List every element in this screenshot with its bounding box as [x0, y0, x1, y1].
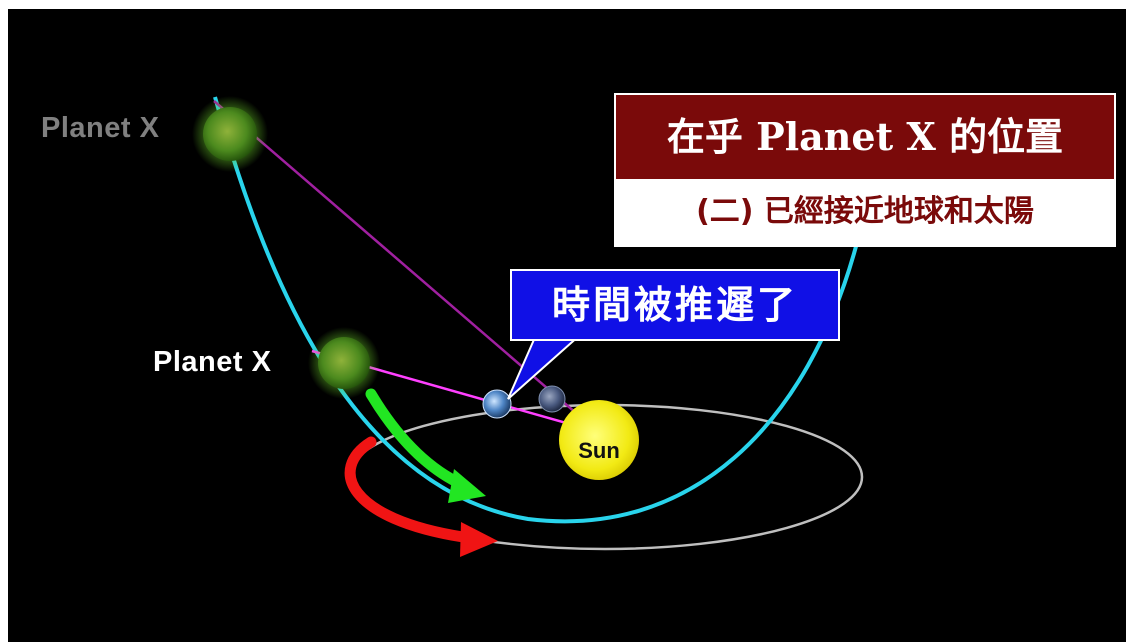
- title-sub: (二) 已經接近地球和太陽: [616, 179, 1114, 245]
- diagram-stage: Planet X Planet X 在乎 Planet X 的位置 (二) 已經…: [8, 9, 1126, 642]
- planet-x-orbit: [213, 96, 860, 524]
- green-arrow: [365, 388, 469, 491]
- red-arrowhead: [460, 522, 498, 557]
- planet-x-near: [318, 337, 370, 389]
- title-main: 在乎 Planet X 的位置: [616, 95, 1114, 179]
- green-arrowhead: [448, 469, 486, 503]
- red-arrow: [344, 436, 469, 543]
- title-box: 在乎 Planet X 的位置 (二) 已經接近地球和太陽: [614, 93, 1116, 247]
- sun-label: Sun: [578, 438, 620, 463]
- sun: [559, 400, 639, 480]
- planet-x-near-label: Planet X: [153, 346, 272, 378]
- earth-current: [482, 389, 512, 419]
- callout-box: 時間被推遲了: [510, 269, 840, 341]
- planet-x-far: [203, 107, 257, 161]
- earth-previous: [538, 385, 566, 413]
- orbit-scene: [192, 96, 864, 557]
- planet-x-far-label: Planet X: [41, 112, 160, 144]
